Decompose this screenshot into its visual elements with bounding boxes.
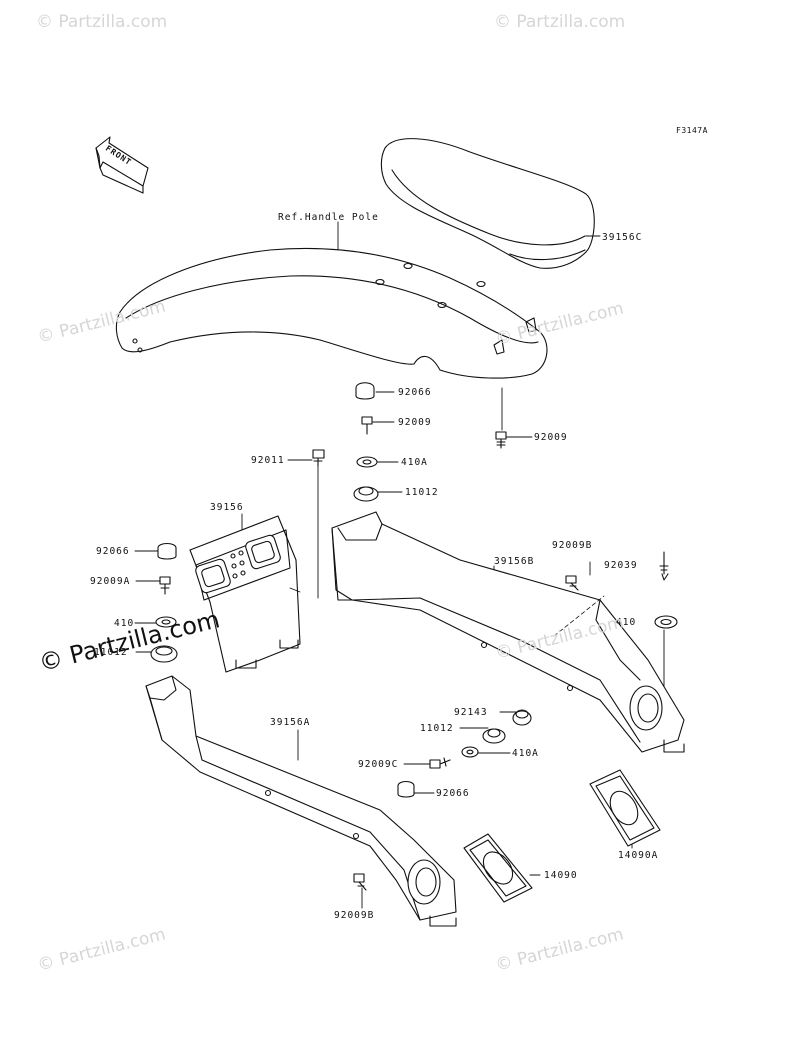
label-92009B-top: 92009B [552,540,593,551]
label-92066-mid: 92066 [436,788,470,799]
fasteners-top [312,382,507,502]
front-arrow-icon [95,136,149,194]
label-39156A: 39156A [270,717,311,728]
label-410-left: 410 [114,618,135,629]
label-410-right: 410 [616,617,637,628]
watermark: © Partzilla.com [36,12,168,32]
label-92009B-bot: 92009B [334,910,375,921]
label-39156: 39156 [210,502,244,513]
label-92009C: 92009C [358,759,399,770]
front-plate-39156 [189,515,301,673]
vent-plates [463,769,661,903]
label-11012-mid: 11012 [420,723,454,734]
label-92066-left: 92066 [96,546,130,557]
label-92143: 92143 [454,707,488,718]
label-ref-handle-pole: Ref.Handle Pole [278,212,379,223]
seat-cushion-39156C [380,138,595,269]
figure-code: F3147A [676,126,708,135]
label-14090A: 14090A [618,850,659,861]
label-92039: 92039 [604,560,638,571]
fasteners-middle [353,709,532,891]
label-11012-top: 11012 [405,487,439,498]
side-rail-39156B [331,511,685,753]
label-39156C: 39156C [602,232,643,243]
label-39156B: 39156B [494,556,535,567]
fasteners-right [565,551,678,629]
label-92011: 92011 [251,455,285,466]
label-92009A: 92009A [90,576,131,587]
label-14090: 14090 [544,870,578,881]
label-92009-b: 92009 [534,432,568,443]
handle-pole-cover [115,247,548,379]
label-11012-left: 11012 [94,647,128,658]
label-92009-a: 92009 [398,417,432,428]
fasteners-left [150,542,178,663]
label-410A-mid: 410A [512,748,539,759]
side-rail-39156A [145,675,457,927]
label-92066-top: 92066 [398,387,432,398]
watermark: © Partzilla.com [494,12,626,32]
label-410A-top: 410A [401,457,428,468]
